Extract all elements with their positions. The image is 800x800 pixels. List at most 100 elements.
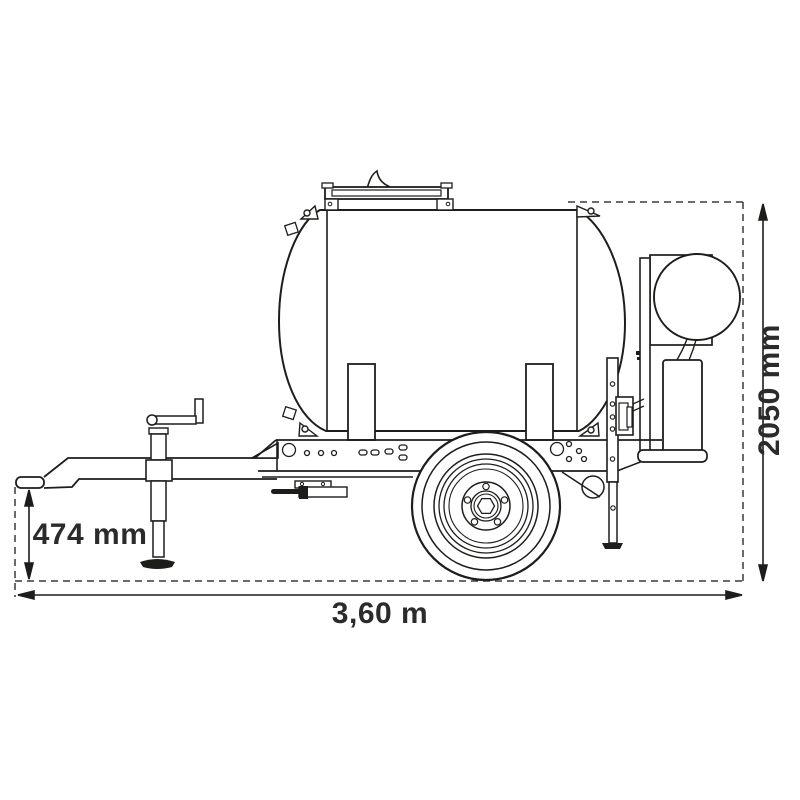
wheel-bolt — [463, 496, 472, 504]
jack-post-mid — [150, 480, 167, 522]
frame-hole — [549, 441, 565, 457]
frame-slot — [398, 454, 408, 461]
hatch-end-cap-left — [321, 182, 334, 189]
lug-hole — [587, 207, 595, 215]
hub-ring — [470, 490, 502, 522]
rear-bumper — [637, 449, 708, 463]
arrowhead-right — [725, 589, 743, 601]
hatch-end-cap-right — [440, 182, 453, 189]
frame-holes-left — [281, 442, 408, 461]
hatch-foot-bolt — [327, 201, 333, 207]
arrowhead-drawbar-up — [23, 489, 35, 507]
frame-slot — [398, 444, 408, 451]
tank-support-front — [347, 363, 376, 441]
outlet-pipe — [632, 405, 645, 412]
rim-ring — [443, 463, 529, 549]
jack-inner-leg — [152, 520, 165, 558]
tank-tab-lower — [281, 405, 298, 421]
rim-ring — [433, 453, 539, 559]
hub-plate — [461, 481, 511, 531]
frame-rear-slope — [616, 460, 644, 472]
stand-hole — [610, 505, 616, 511]
outlet-valve — [615, 396, 645, 436]
tank-supports — [347, 363, 554, 441]
tank-body — [277, 209, 627, 432]
frame-hole — [565, 440, 573, 448]
crank-handle-arm — [154, 415, 197, 425]
frame-hole — [575, 447, 583, 455]
wheel-bolt — [493, 517, 502, 526]
outlet-pipe — [632, 398, 645, 405]
hose-tube — [676, 338, 688, 361]
stand-hole — [609, 401, 616, 407]
jack-post-upper — [150, 433, 167, 461]
frame-front-chamfer — [254, 439, 277, 459]
frame-hole — [281, 442, 297, 458]
bracket-bolt — [299, 481, 305, 487]
mudflap-diagonal — [561, 471, 601, 498]
drain-valve — [271, 480, 348, 499]
rear-pipe-cap — [581, 475, 605, 499]
hatch-bar-inner — [331, 189, 442, 197]
arrowhead-up — [757, 203, 769, 221]
water-tank — [277, 204, 627, 437]
lug-hole — [301, 425, 309, 433]
frame-hole — [317, 449, 325, 457]
wheel-bolts — [463, 482, 509, 526]
hitch-eye — [15, 476, 45, 489]
lug-hole — [587, 426, 595, 434]
tank-tab-upper — [283, 221, 300, 237]
stand-inner-leg — [608, 481, 618, 544]
drawbar-top-edge — [43, 457, 277, 478]
pump-box — [662, 359, 703, 453]
lifting-lugs — [298, 204, 601, 437]
jack-collar — [145, 459, 173, 482]
stand-hole — [609, 381, 616, 387]
frame-slot — [370, 449, 380, 456]
wheel-bolt — [482, 482, 490, 491]
valve-knob — [299, 486, 308, 499]
stand-hole — [609, 414, 616, 420]
arrowhead-left — [17, 589, 35, 601]
hose-reel — [653, 253, 741, 341]
dimension-label-drawbar-height: 474 mm — [33, 518, 148, 551]
rim-ring — [438, 458, 534, 554]
frame-hole — [330, 449, 338, 457]
tire-inner-edge — [421, 441, 551, 571]
stand-foot — [602, 543, 623, 549]
bracket-bolt — [320, 481, 326, 487]
wheel — [410, 430, 562, 582]
outlet-inner2 — [626, 406, 633, 428]
frame-holes-right — [549, 440, 588, 463]
hatch-foot-bolt — [445, 201, 451, 207]
stand-hole — [609, 456, 616, 462]
dimension-lines — [17, 203, 769, 601]
wheel-bolt — [470, 517, 479, 526]
drawbar-bottom-edge — [43, 478, 277, 489]
frame-slot — [384, 448, 394, 455]
frame-hole — [580, 455, 588, 463]
dimension-label-overall-length: 3,60 m — [332, 597, 428, 630]
crank-handle-vertical — [194, 398, 204, 424]
wheel-bolt — [500, 496, 509, 504]
rear-underframe — [561, 471, 605, 499]
arrowhead-drawbar-down — [23, 562, 35, 580]
jockey-jack — [140, 398, 204, 569]
lug-hole — [303, 209, 311, 217]
manhole-hatch — [321, 169, 454, 211]
hub-ring — [473, 493, 499, 519]
stand-hole — [609, 426, 616, 432]
jack-cap — [148, 427, 169, 435]
hose-tube — [688, 339, 697, 361]
reel-upright — [639, 257, 651, 461]
tank-support-rear — [525, 363, 554, 441]
crank-knob — [146, 414, 158, 426]
arrowhead-down — [757, 564, 769, 582]
dimension-label-overall-height: 2050 mm — [753, 324, 786, 456]
frame-slot — [358, 449, 368, 456]
jack-foot — [140, 559, 175, 569]
rear-equipment — [636, 253, 741, 461]
frame-hole — [565, 455, 573, 463]
